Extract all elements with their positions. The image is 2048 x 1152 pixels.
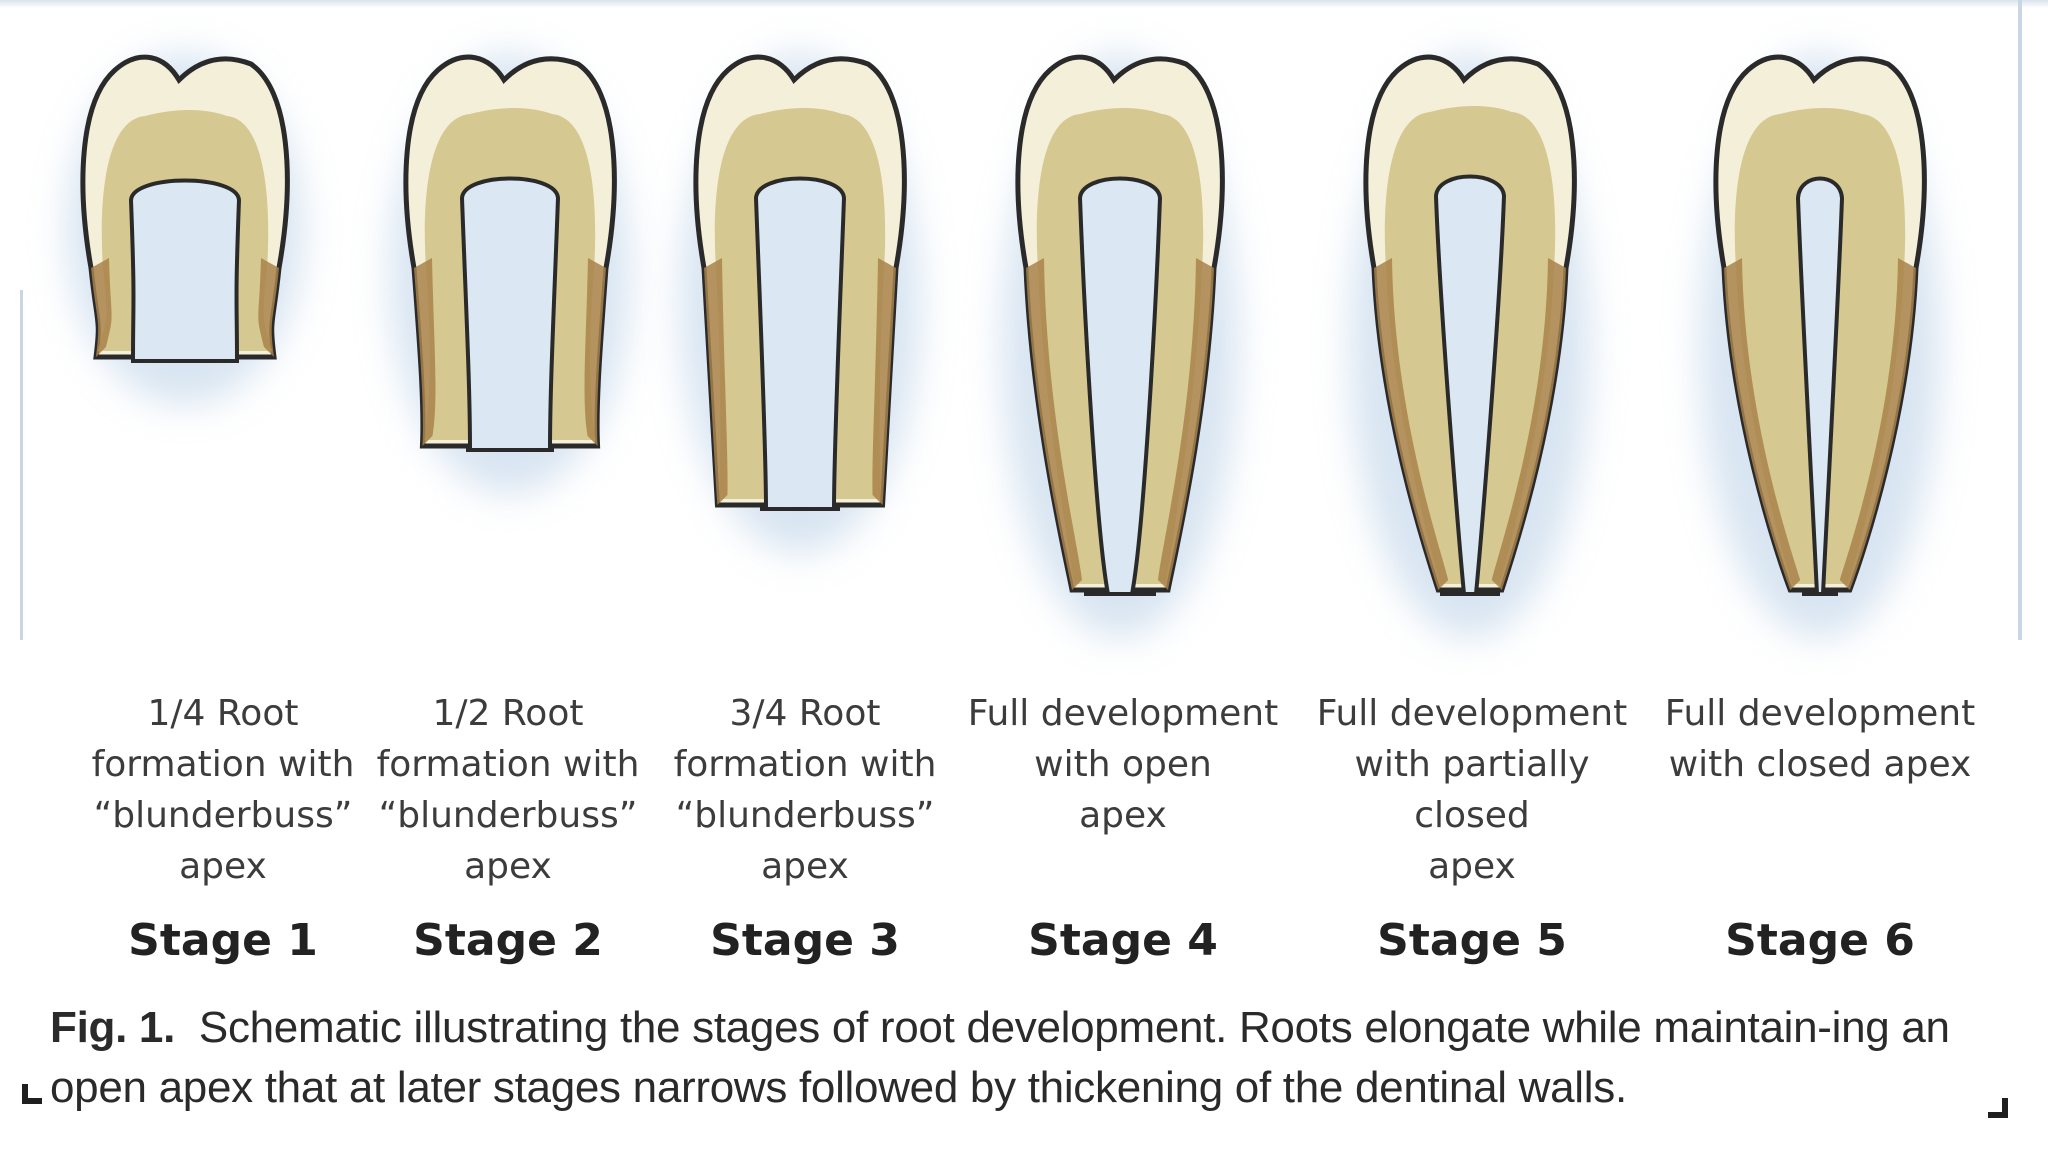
tooth-stage-2	[390, 54, 630, 494]
crop-mark-left	[22, 1084, 42, 1104]
cementum	[584, 258, 606, 446]
pulp-canal	[1433, 174, 1507, 596]
cementum	[1158, 258, 1214, 590]
crop-mark-right	[1988, 1098, 2008, 1118]
cementum	[1724, 258, 1801, 590]
tooth-stage-3	[680, 54, 920, 553]
teeth-illustration	[67, 54, 1940, 638]
tooth-stage-5	[1350, 54, 1590, 638]
pulp-canal	[1077, 176, 1163, 596]
stage-3-label: Stage 3	[710, 915, 900, 966]
cementum	[1491, 258, 1566, 590]
cementum	[1374, 258, 1449, 590]
cementum	[872, 258, 896, 505]
stage-5-label: Stage 5	[1377, 915, 1567, 966]
stage-2-description: 1/2 Root formation with “blunderbuss” ap…	[376, 693, 640, 887]
top-border	[0, 0, 2048, 8]
figure-caption-text: Schematic illustrating the stages of roo…	[50, 1003, 1950, 1112]
stage-3-description: 3/4 Root formation with “blunderbuss” ap…	[673, 693, 937, 887]
stage-6-description: Full development with closed apex	[1664, 693, 1976, 785]
cementum	[704, 258, 728, 505]
tooth-stage-4	[1002, 54, 1238, 638]
cementum	[258, 258, 279, 357]
right-border	[2018, 0, 2022, 640]
tooth-stage-1	[67, 54, 303, 405]
stage-4-description: Full development with open apex	[967, 693, 1279, 836]
tooth-stage-6	[1700, 54, 1940, 638]
pulp-canal	[1795, 176, 1845, 596]
pulp-canal	[128, 178, 242, 363]
pulp-canal	[753, 176, 847, 511]
stage-6-label: Stage 6	[1725, 915, 1915, 966]
figure-caption: Fig. 1. Schematic illustrating the stage…	[50, 998, 2010, 1118]
stage-4-label: Stage 4	[1028, 915, 1218, 966]
stage-5-description: Full development with partially closed a…	[1316, 693, 1628, 887]
cementum	[1839, 258, 1916, 590]
stage-1-description: 1/4 Root formation with “blunderbuss” ap…	[91, 693, 355, 887]
cementum	[414, 258, 436, 446]
stage-2-label: Stage 2	[413, 915, 603, 966]
figure-label: Fig. 1.	[50, 1003, 176, 1052]
stage-1-label: Stage 1	[128, 915, 318, 966]
cementum	[91, 258, 112, 357]
left-border	[20, 290, 23, 640]
pulp-canal	[459, 176, 561, 452]
cementum	[1026, 258, 1082, 590]
